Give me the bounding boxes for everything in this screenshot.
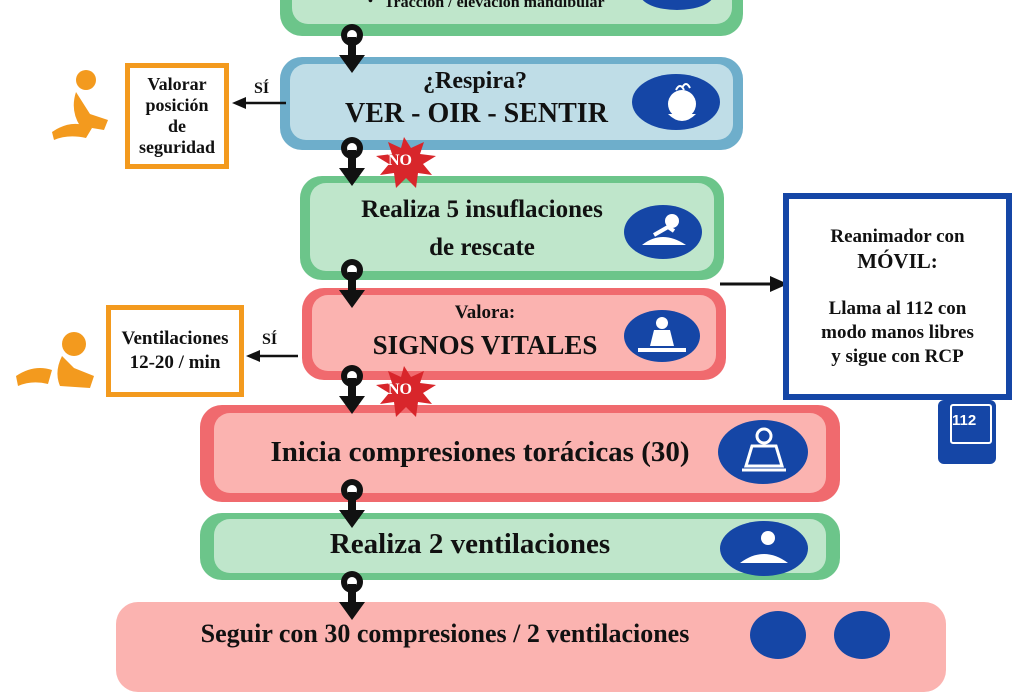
ventil-min-l1: Ventilaciones bbox=[121, 328, 229, 349]
posicion-l2: posición bbox=[145, 95, 209, 115]
signos-line2: SIGNOS VITALES bbox=[372, 330, 598, 360]
recovery-position-figure-icon bbox=[52, 70, 108, 140]
no-label-1: NO bbox=[388, 152, 412, 169]
flow-connectors bbox=[232, 24, 788, 620]
rescue-breath-icon bbox=[642, 214, 686, 245]
insuflaciones-line1: Realiza 5 insuflaciones bbox=[361, 196, 603, 223]
movil-l2: MÓVIL: bbox=[857, 248, 938, 273]
posicion-l4: seguridad bbox=[138, 137, 216, 157]
movil-l1: Reanimador con bbox=[830, 225, 965, 247]
phone-112-icon: 112 bbox=[938, 400, 996, 464]
arrow-to-movil bbox=[720, 276, 788, 292]
phone-number: 112 bbox=[952, 412, 977, 429]
seguir-ventilation-icon-badge bbox=[834, 611, 890, 659]
arrow-to-ventilaciones-min bbox=[246, 350, 298, 362]
rescuer-figure-icon bbox=[16, 332, 94, 388]
top-step-icon-badge bbox=[640, 0, 714, 10]
movil-box: Reanimador con MÓVIL: Llama al 112 con m… bbox=[783, 193, 1012, 400]
seguir-text: Seguir con 30 compresiones / 2 ventilaci… bbox=[200, 619, 690, 648]
ventilation-icon bbox=[740, 531, 788, 563]
ventil-min-l2: 12-20 / min bbox=[129, 352, 221, 373]
signos-line1: Valora: bbox=[454, 302, 516, 323]
arrow-to-posicion bbox=[232, 97, 286, 109]
si-label-1: SÍ bbox=[254, 80, 270, 97]
posicion-l3: de bbox=[168, 116, 186, 136]
no-burst-1 bbox=[376, 137, 436, 188]
chest-compression-icon-badge bbox=[718, 420, 808, 484]
si-label-2: SÍ bbox=[262, 331, 278, 348]
rescue-breath-icon-badge bbox=[624, 205, 702, 259]
connector-1 bbox=[339, 24, 365, 73]
connector-6 bbox=[339, 571, 365, 620]
ventilation-icon-badge bbox=[720, 521, 808, 576]
breathing-head-icon bbox=[668, 83, 696, 121]
movil-l3: Llama al 112 con bbox=[828, 297, 967, 319]
breathing-icon-badge bbox=[632, 74, 720, 130]
connector-2 bbox=[339, 137, 365, 186]
no-label-2: NO bbox=[388, 381, 412, 398]
phone-screen bbox=[950, 404, 992, 444]
vital-signs-icon-badge bbox=[624, 310, 700, 362]
insuflaciones-line2: de rescate bbox=[429, 234, 535, 261]
movil-l4: modo manos libres bbox=[821, 321, 974, 343]
movil-l5: y sigue con RCP bbox=[831, 345, 964, 367]
compresiones-text: Inicia compresiones torácicas (30) bbox=[270, 436, 690, 468]
vital-signs-icon bbox=[638, 317, 686, 352]
ventilaciones-text: Realiza 2 ventilaciones bbox=[329, 528, 611, 560]
respira-question: ¿Respira? bbox=[423, 68, 527, 94]
chest-compression-icon bbox=[742, 427, 786, 472]
connector-3 bbox=[339, 259, 365, 308]
top-step-text: Tracción / elevación mandibular bbox=[384, 0, 605, 11]
ventilaciones-min-box: Ventilaciones 12-20 / min bbox=[106, 305, 244, 397]
top-step-bullet: • bbox=[368, 0, 373, 9]
seguir-compression-icon-badge bbox=[750, 611, 806, 659]
respira-main: VER - OIR - SENTIR bbox=[345, 98, 608, 129]
connector-4 bbox=[339, 365, 365, 414]
posicion-l1: Valorar bbox=[147, 74, 207, 94]
no-burst-2 bbox=[376, 366, 436, 417]
posicion-seguridad-box: Valorar posición de seguridad bbox=[125, 63, 229, 169]
connector-5 bbox=[339, 479, 365, 528]
